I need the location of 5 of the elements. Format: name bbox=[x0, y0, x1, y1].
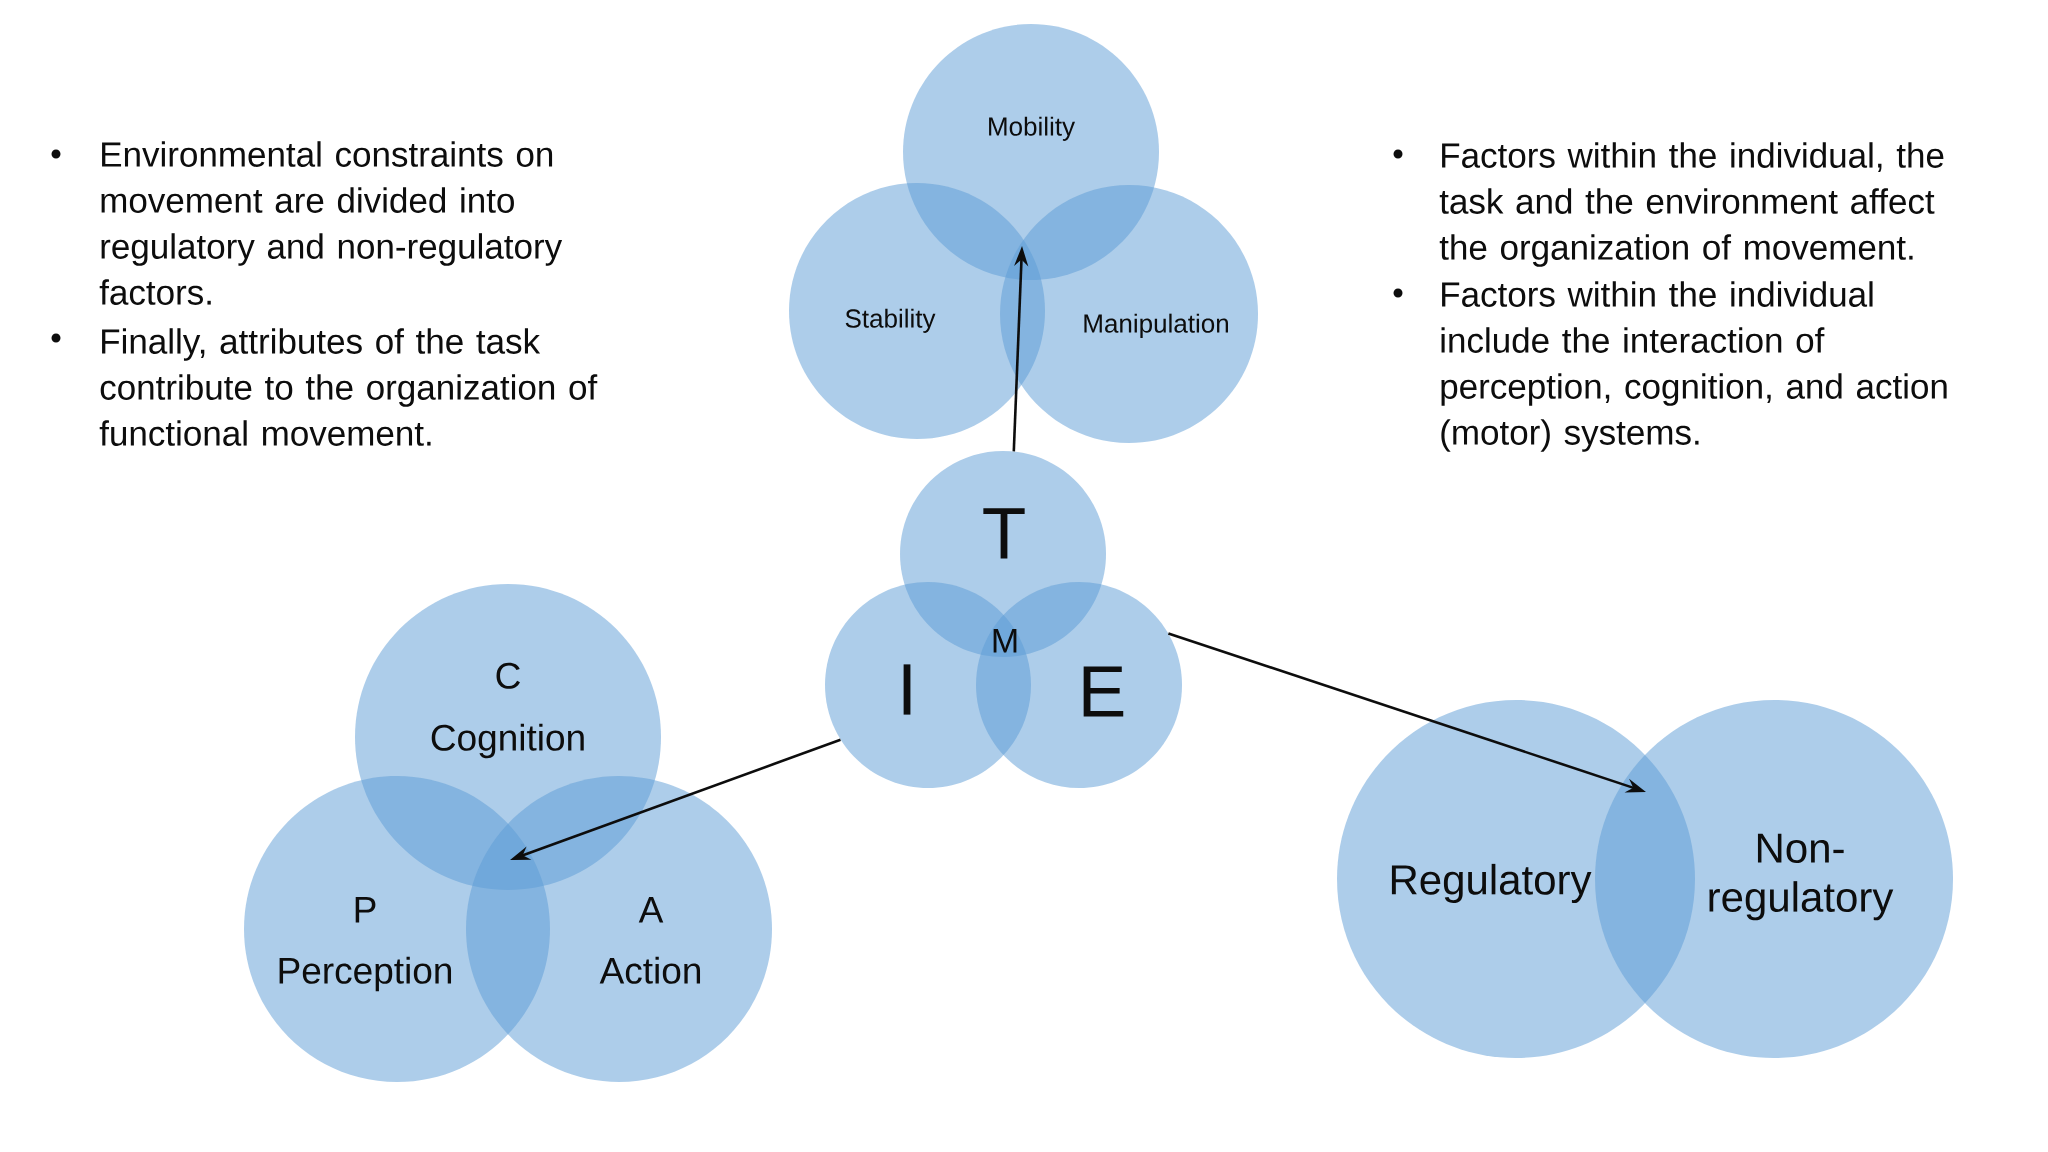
bullet-text: Environmental constraints on movement are divided into regulatory and non-regulatory factors. bbox=[99, 141, 563, 305]
bullet-text: Factors within the individual include the interaction of perception, cognition, and action (motor) systems. bbox=[1441, 281, 1947, 452]
bullet-text: Factors within the individual, the task and the environment affect the organization of movement. bbox=[1439, 142, 1944, 267]
bullet-text: Finally, attributes of the task contribute to the organization of functional movement. bbox=[99, 328, 598, 446]
overlap-label: M bbox=[993, 629, 1017, 653]
